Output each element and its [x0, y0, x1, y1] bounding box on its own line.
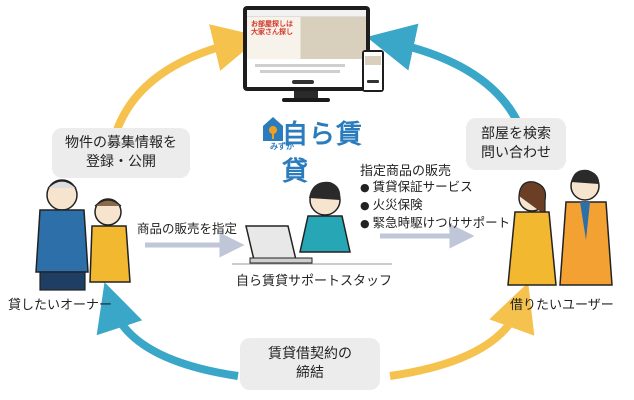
- bubble-user-search-line2: 問い合わせ: [481, 145, 551, 161]
- website-button: [292, 80, 314, 84]
- sales-item: 賃貸保証サービス: [360, 178, 510, 196]
- label-owner: 貸したいオーナー: [8, 298, 113, 313]
- sales-list: 賃貸保証サービス 火災保険 緊急時駆けつけサポート: [360, 178, 511, 232]
- website-hero-text: お部屋探しは 大家さん探し: [251, 20, 293, 37]
- website-text-row: [255, 64, 345, 67]
- smartphone-icon: [362, 50, 384, 92]
- sales-item: 火災保険: [360, 196, 510, 214]
- label-staff: 自ら賃貸サポートスタッフ: [236, 274, 393, 289]
- jira-chintai-logo: 自ら賃貸 みずか: [262, 114, 372, 187]
- staff-illustration-icon: [232, 181, 392, 265]
- bubble-user-search: 部屋を検索 問い合わせ: [466, 118, 566, 170]
- sales-item: 緊急時駆けつけサポート: [360, 214, 511, 232]
- user-illustration-icon: [507, 169, 613, 286]
- website-hero-image: [247, 17, 366, 59]
- website-hero-line1: お部屋探しは: [251, 20, 293, 28]
- house-key-icon: [263, 117, 283, 141]
- website-screen: お部屋探しは 大家さん探し: [247, 10, 366, 87]
- bubble-contract: 賃貸借契約の 締結: [240, 338, 380, 390]
- website-header: [247, 10, 366, 17]
- bubble-contract-line2: 締結: [296, 365, 324, 381]
- bubble-owner-register: 物件の募集情報を 登録・公開: [52, 128, 190, 178]
- sales-title: 指定商品の販売: [360, 164, 452, 179]
- website-text-row: [260, 70, 340, 73]
- logo-subtext: みずか: [270, 142, 294, 151]
- logo-text: 自ら賃貸: [282, 120, 364, 187]
- cycle-arrow-contract-to-user: [389, 282, 535, 380]
- cycle-arrow-contract-to-owner: [96, 282, 239, 380]
- bubble-user-search-line1: 部屋を検索: [481, 126, 551, 143]
- bubble-owner-register-line2: 登録・公開: [86, 154, 156, 170]
- website-hero-line2: 大家さん探し: [251, 28, 293, 37]
- bubble-contract-line1: 賃貸借契約の: [268, 346, 352, 363]
- label-user: 借りたいユーザー: [510, 298, 614, 313]
- owner-illustration-icon: [35, 179, 131, 291]
- monitor-base: [282, 98, 330, 102]
- website-monitor: お部屋探しは 大家さん探し: [243, 6, 370, 91]
- bubble-owner-register-line1: 物件の募集情報を: [65, 135, 177, 152]
- label-designate: 商品の販売を指定: [137, 221, 238, 236]
- monitor-stand: [294, 91, 318, 99]
